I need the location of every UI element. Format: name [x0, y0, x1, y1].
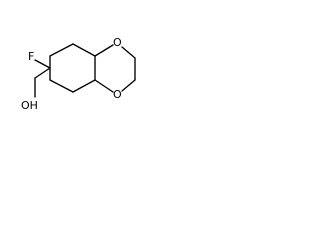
bottom-oxygen-label: O: [113, 88, 122, 101]
top-oxygen-label: O: [113, 36, 122, 49]
ring-bond-bottom-right: [72, 79, 96, 93]
molecule-diagram: F O O OH: [21, 36, 136, 112]
chemical-structure-canvas: F O O OH: [0, 0, 152, 152]
carbon-fluorine-bond: [34, 59, 51, 69]
ring-bond-top-right: [72, 43, 96, 57]
carbon-ch2-bond: [34, 67, 51, 79]
spiro-to-top-oxygen-bond: [94, 44, 114, 57]
ring-bond-bottom-left: [49, 79, 74, 93]
spiro-to-bottom-oxygen-bond: [94, 79, 114, 93]
bottom-oxygen-to-ch2-bond: [121, 79, 136, 92]
fluorine-label: F: [28, 50, 34, 63]
top-oxygen-to-ch2-bond: [121, 46, 136, 59]
ring-bond-top-left: [49, 43, 74, 57]
hydroxyl-label: OH: [21, 99, 38, 112]
